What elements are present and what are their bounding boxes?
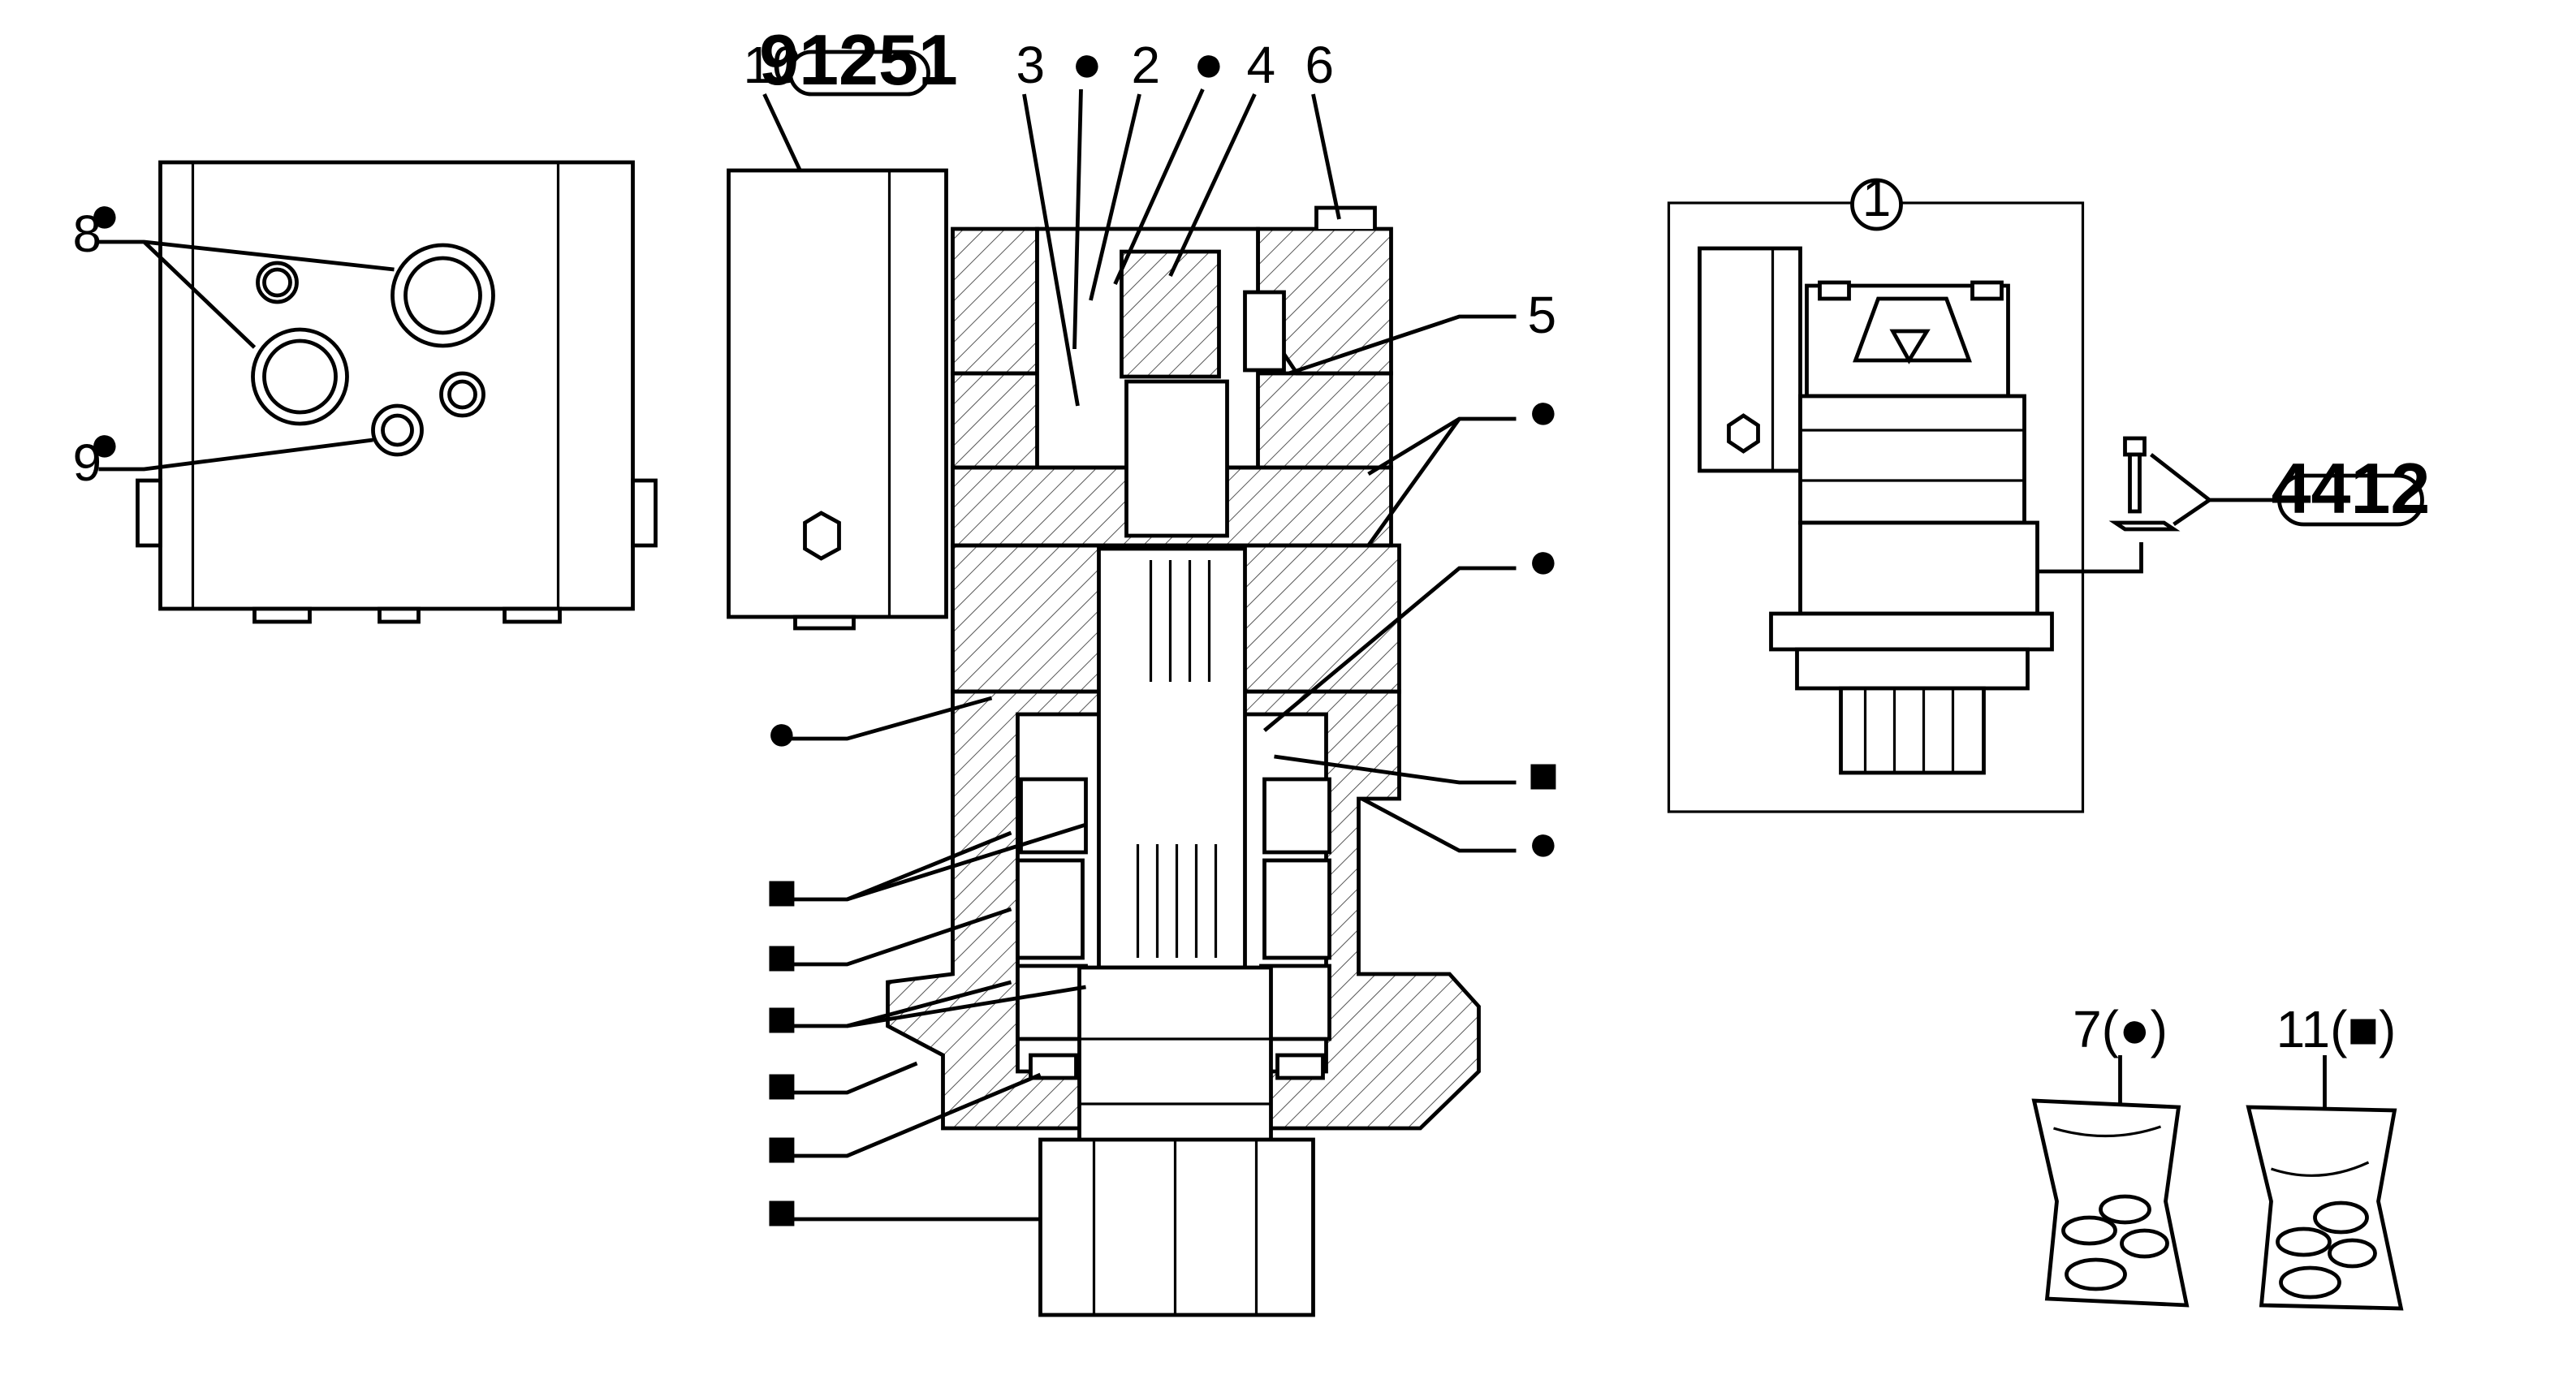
callout-1-label: 1 xyxy=(1862,169,1892,227)
seal-kit-bag-7: 7(●) xyxy=(2031,1000,2190,1308)
callout-dot-right-2: ● xyxy=(1262,531,1560,732)
callout-4: 4 xyxy=(1168,36,1276,278)
callout-4-label: 4 xyxy=(1247,36,1276,94)
callout-2-label: 2 xyxy=(1132,36,1161,94)
callout-dot-right-3: ● xyxy=(1361,796,1560,872)
callout-square-left-1: ■ xyxy=(766,822,1087,920)
callout-square-l1-marker: ■ xyxy=(766,862,798,920)
callout-8-dot-marker: ● xyxy=(89,185,121,244)
callout-10: 10 91251 xyxy=(744,19,958,172)
callout-3: 3 xyxy=(1016,36,1080,407)
callout-dot-r1-marker: ● xyxy=(1528,381,1560,440)
kit-4412-label: 4412 xyxy=(2272,448,2431,528)
callout-square-right: ■ xyxy=(1274,745,1560,804)
callout-3-label: 3 xyxy=(1016,36,1046,94)
callout-square-l2-marker: ■ xyxy=(766,927,798,985)
callout-dot-top-a: ● xyxy=(1072,34,1103,350)
callout-square-left-2: ■ xyxy=(766,907,1012,985)
callout-square-r-marker: ■ xyxy=(1528,745,1560,804)
callout-square-left-6: ■ xyxy=(766,1182,1041,1240)
callout-7-label: 7(●) xyxy=(2073,1000,2168,1058)
callout-dot-a-marker: ● xyxy=(1072,34,1103,93)
callout-9-label: 9 xyxy=(73,433,102,492)
bearing-kit-bag-11: 11(■) xyxy=(2246,1000,2404,1311)
valve-block-top-view xyxy=(136,160,658,624)
callout-dot-r2-marker: ● xyxy=(1528,531,1560,589)
callout-dot-l-marker: ● xyxy=(766,703,798,761)
callout-5-label: 5 xyxy=(1528,286,1557,344)
callout-8: 8 ● xyxy=(73,185,395,349)
callout-square-l4-marker: ■ xyxy=(766,1055,798,1114)
callout-8-label: 8 xyxy=(73,205,102,263)
valve-cover-part-10 xyxy=(727,168,948,631)
callout-11-label: 11(■) xyxy=(2276,1000,2397,1058)
screw-washer-kit: 4412 xyxy=(2037,436,2431,574)
callout-dot-r3-marker: ● xyxy=(1528,813,1560,872)
callout-dot-top-b: ● xyxy=(1113,34,1225,285)
callout-dot-b-marker: ● xyxy=(1193,34,1225,93)
callout-square-l6-marker: ■ xyxy=(766,1182,798,1240)
callout-square-left-4: ■ xyxy=(766,1055,918,1114)
callout-9: 9 ● xyxy=(73,414,373,492)
callout-6-label: 6 xyxy=(1305,36,1335,94)
callout-5: 5 xyxy=(1288,286,1557,376)
callout-6: 6 xyxy=(1305,36,1341,220)
callout-square-left-3: ■ xyxy=(766,980,1086,1047)
callout-square-left-5: ■ xyxy=(766,1072,1042,1177)
assembly-view-part-1 xyxy=(1667,201,2085,813)
callout-9-dot-marker: ● xyxy=(89,414,121,472)
motor-cross-section xyxy=(886,205,1481,1317)
callout-dot-left: ● xyxy=(766,696,993,761)
callout-dot-right-1: ● xyxy=(1366,381,1560,547)
callout-square-l5-marker: ■ xyxy=(766,1119,798,1177)
callout-square-l3-marker: ■ xyxy=(766,989,798,1047)
callout-1: 1 xyxy=(1850,169,1903,231)
kit-91251-label: 91251 xyxy=(759,19,958,100)
callout-2: 2 xyxy=(1089,36,1161,301)
